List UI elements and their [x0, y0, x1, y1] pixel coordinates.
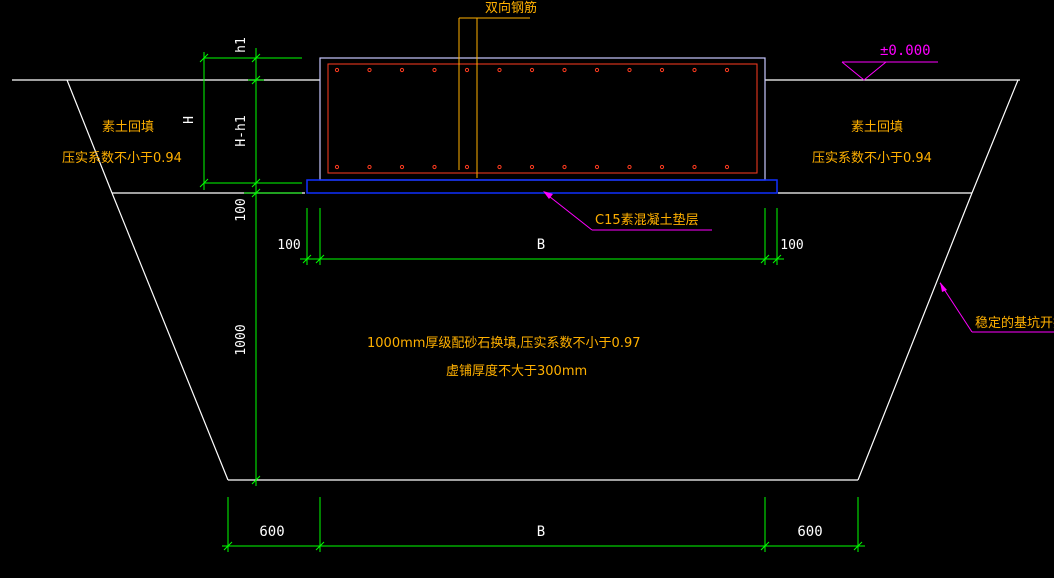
tick-upper-1	[302, 254, 312, 264]
rebar-dot-top	[497, 67, 502, 73]
tick-chain-2	[251, 75, 261, 85]
fill-note-line1: 1000mm厚级配砂石换填,压实系数不小于0.97	[367, 336, 641, 351]
rebar-dot-top	[334, 67, 340, 73]
rebar-dot-bottom	[627, 164, 632, 170]
upper-horizontal-dimensions	[300, 208, 784, 265]
rebar-dot-top	[627, 67, 632, 73]
tick-chain-5	[251, 475, 261, 485]
tick-lower-1	[223, 541, 233, 551]
dim-1000-label: 1000	[234, 324, 249, 355]
dim-B-upper-label: B	[537, 237, 545, 253]
backfill-right-title: 素土回填	[851, 120, 903, 135]
rebar-dot-top	[399, 67, 405, 73]
rebar-dots	[334, 67, 730, 170]
slope-upper-right	[971, 79, 1019, 194]
rebar-dot-bottom	[367, 164, 372, 170]
dim-H-h1-label: H-h1	[234, 115, 249, 146]
rebar-dot-top	[367, 67, 372, 73]
tick-upper-3	[760, 254, 770, 264]
rebar-dot-bottom	[334, 164, 340, 170]
rebar-dot-bottom	[464, 164, 470, 170]
cushion-leader-arrow	[543, 191, 553, 199]
rebar-dot-bottom	[432, 164, 437, 170]
rebar-dot-bottom	[724, 164, 730, 170]
tick-lower-4	[853, 541, 863, 551]
rebar-dot-bottom	[562, 164, 567, 170]
rebar-dot-top	[594, 67, 600, 73]
rebar-cage	[327, 63, 758, 174]
backfill-left-title: 素土回填	[102, 120, 154, 135]
tick-lower-3	[760, 541, 770, 551]
rebar-dot-bottom	[594, 164, 600, 170]
cushion-callout	[544, 192, 712, 231]
pit-callout	[939, 282, 1054, 333]
rebar-dot-top	[562, 67, 567, 73]
elevation-label: ±0.000	[880, 43, 931, 59]
dim-600-right-label: 600	[797, 524, 822, 540]
rebar-dot-bottom	[659, 164, 665, 170]
tick-chain-1	[251, 53, 261, 63]
tick-lower-2	[315, 541, 325, 551]
dim-600-left-label: 600	[259, 524, 284, 540]
fill-note-line2: 虚铺厚度不大于300mm	[446, 363, 587, 379]
elevation-triangle	[841, 61, 887, 81]
dim-100-vertical-label: 100	[234, 198, 249, 221]
tick-H-top	[199, 53, 209, 63]
rebar-dot-bottom	[497, 164, 502, 170]
backfill-right-note: 压实系数不小于0.94	[812, 151, 932, 166]
slope-lower-right	[857, 192, 973, 481]
rebar-dot-top	[692, 67, 697, 73]
rebar-dot-bottom	[399, 164, 405, 170]
vertical-dimensions	[199, 48, 302, 486]
cushion-leader	[544, 192, 593, 231]
rebar-note-label: 双向钢筋	[485, 0, 537, 16]
tick-upper-4	[772, 254, 782, 264]
rebar-dot-bottom	[692, 164, 697, 170]
rebar-dot-top	[659, 67, 665, 73]
cushion-layer	[306, 179, 778, 194]
slope-lower-left	[111, 192, 229, 481]
dim-h1-label: h1	[234, 37, 249, 53]
pit-note: 稳定的基坑开挖线	[975, 315, 1054, 331]
tick-upper-2	[315, 254, 325, 264]
lower-horizontal-dimensions	[222, 497, 865, 552]
slope-upper-left	[66, 79, 113, 194]
excavation-outline	[12, 79, 1020, 481]
pit-leader	[939, 282, 973, 333]
cushion-label: C15素混凝土垫层	[595, 212, 699, 228]
dim-100-left-label: 100	[277, 238, 300, 253]
footing-outline	[319, 57, 766, 181]
dim-H-label: H	[182, 116, 197, 124]
dim-B-lower-label: B	[537, 524, 545, 540]
tick-chain-3	[251, 178, 261, 188]
elevation-marker	[841, 61, 938, 81]
rebar-dot-top	[529, 67, 535, 73]
backfill-left-note: 压实系数不小于0.94	[62, 151, 182, 166]
rebar-callout	[458, 17, 530, 178]
rebar-dot-bottom	[529, 164, 535, 170]
tick-H-bottom	[199, 178, 209, 188]
rebar-dot-top	[432, 67, 437, 73]
pit-leader-arrow	[940, 282, 947, 292]
rebar-dot-top	[464, 67, 470, 73]
tick-chain-4	[251, 188, 261, 198]
dim-100-right-label: 100	[780, 238, 803, 253]
rebar-dot-top	[724, 67, 730, 73]
